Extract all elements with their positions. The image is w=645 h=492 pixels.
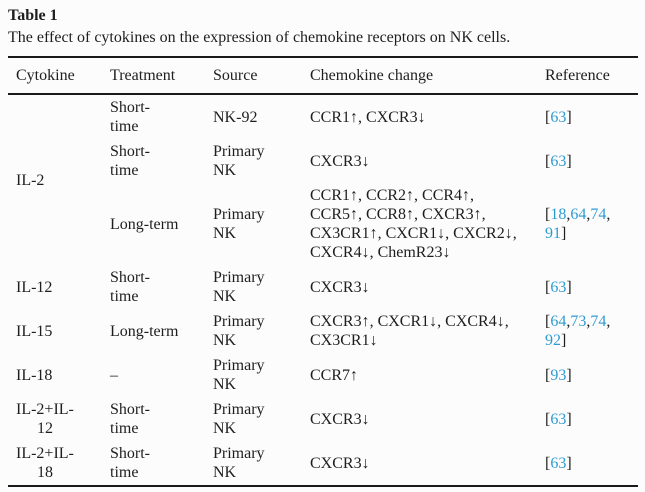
chemokine-change-cell: CXCR3↓ (310, 410, 370, 428)
reference-punctuation: , (606, 206, 611, 223)
reference-cell: [18,64,74, 91] (537, 183, 638, 265)
table-row: IL-15 Long-term Primary NK CXCR3↑, CXCR1↓, … (8, 309, 638, 353)
table-label: Table 1 (8, 7, 58, 24)
reference-punctuation: ] (566, 410, 572, 428)
treatment-cell: Short- time (110, 99, 150, 135)
reference-punctuation: [ (545, 410, 551, 428)
header-row: Cytokine Treatment Source Chemokine chan… (8, 57, 638, 95)
reference-punctuation: ] (566, 366, 572, 384)
cytokine-cell: IL-15 (8, 309, 102, 353)
table-row: Short- time Primary NK CXCR3↓ [63] (8, 139, 638, 183)
reference-punctuation: [ (545, 108, 551, 126)
reference-link[interactable]: 74 (590, 206, 607, 223)
reference-punctuation: ] (566, 108, 572, 126)
reference-punctuation: ] (566, 152, 572, 170)
cytokine-label: IL-2 (16, 171, 45, 189)
cytokine-cell: IL-2+IL- 18 (8, 441, 102, 486)
column-header-reference: Reference (537, 57, 638, 95)
reference-punctuation: ] (566, 278, 572, 296)
reference-cell: [63] (537, 397, 638, 441)
reference-link[interactable]: 92 (545, 332, 561, 349)
reference-link[interactable]: 63 (550, 410, 567, 428)
reference-link[interactable]: 63 (550, 278, 567, 296)
source-cell: Primary NK (213, 445, 265, 481)
cytokine-label: IL-2+IL- 18 (16, 445, 74, 481)
treatment-cell: Short- time (110, 401, 150, 437)
reference-cell: [63] (537, 441, 638, 486)
table-row: IL-18 – Primary NK CCR7↑ [93] (8, 353, 638, 397)
reference-cell: [63] (537, 265, 638, 309)
treatment-cell: Short- time (110, 445, 150, 481)
source-cell: Primary NK (213, 313, 265, 349)
table-row: IL-2+IL- 18 Short- time Primary NK CXCR3↓ [6… (8, 441, 638, 486)
reference-punctuation: [ (545, 206, 551, 223)
reference-link[interactable]: 64 (570, 206, 587, 223)
cytokine-cell: IL-12 (8, 265, 102, 309)
table-header: Cytokine Treatment Source Chemokine chan… (8, 57, 638, 95)
table-row: IL-2+IL- 12 Short- time Primary NK CXCR3↓ [6… (8, 397, 638, 441)
chemokine-change-cell: CXCR3↓ (310, 152, 370, 170)
source-cell: Primary NK (213, 143, 265, 179)
column-header-treatment: Treatment (102, 57, 205, 95)
column-header-chemokine-change: Chemokine change (302, 57, 537, 95)
treatment-cell: Short- time (110, 269, 150, 305)
reference-link[interactable]: 63 (550, 454, 567, 472)
reference-link[interactable]: 91 (545, 225, 561, 242)
chemokine-change-cell: CCR1↑, CCR2↑, CCR4↑, CCR5↑, CCR8↑, CXCR3… (310, 187, 517, 261)
reference-cell: [93] (537, 353, 638, 397)
chemokine-change-cell: CCR1↑, CXCR3↓ (310, 108, 426, 126)
reference-link[interactable]: 74 (590, 313, 607, 330)
reference-link[interactable]: 73 (570, 313, 587, 330)
reference-punctuation: ] (566, 454, 572, 472)
reference-link[interactable]: 64 (550, 313, 567, 330)
reference-link[interactable]: 63 (550, 152, 567, 170)
reference-punctuation: [ (545, 454, 551, 472)
reference-punctuation: , (606, 313, 611, 330)
cytokine-cell: IL-2 (8, 94, 102, 265)
cytokine-label: IL-18 (16, 366, 53, 384)
table-row: IL-2 Short- time NK-92 CCR1↑, CXCR3↓ [63] (8, 94, 638, 189)
chemokine-change-cell: CCR7↑ (310, 366, 359, 384)
chemokine-change-cell: CXCR3↓ (310, 454, 370, 472)
cytokine-table: Cytokine Treatment Source Chemokine chan… (8, 56, 638, 487)
reference-cell: [64,73,74, 92] (537, 309, 638, 353)
reference-punctuation: ] (561, 225, 567, 242)
source-cell: NK-92 (213, 108, 258, 126)
source-cell: Primary NK (213, 269, 265, 305)
treatment-cell: Long-term (110, 215, 179, 233)
source-cell: Primary NK (213, 206, 265, 242)
reference-link[interactable]: 18 (550, 206, 567, 223)
column-header-source: Source (205, 57, 302, 95)
reference-punctuation: [ (545, 313, 551, 330)
reference-link[interactable]: 93 (550, 366, 567, 384)
treatment-cell: Long-term (110, 322, 179, 340)
source-cell: Primary NK (213, 357, 265, 393)
table-caption: The effect of cytokines on the expressio… (8, 29, 511, 46)
cytokine-cell: IL-18 (8, 353, 102, 397)
chemokine-change-cell: CXCR3↑, CXCR1↓, CXCR4↓, CX3CR1↓ (310, 313, 509, 349)
reference-punctuation: , (566, 313, 571, 330)
reference-punctuation: , (566, 206, 571, 223)
cytokine-cell: IL-2+IL- 12 (8, 397, 102, 441)
reference-punctuation: [ (545, 278, 551, 296)
reference-link[interactable]: 63 (550, 108, 567, 126)
reference-cell: [63] (537, 139, 638, 183)
treatment-cell: – (110, 366, 118, 384)
reference-punctuation: [ (545, 366, 551, 384)
column-header-cytokine: Cytokine (8, 57, 102, 95)
cytokine-label: IL-12 (16, 278, 53, 296)
cytokine-label: IL-2+IL- 12 (16, 401, 74, 437)
reference-cell: [63] (537, 94, 638, 139)
reference-punctuation: , (586, 206, 591, 223)
cytokine-label: IL-15 (16, 322, 53, 340)
reference-punctuation: ] (561, 332, 567, 349)
reference-punctuation: [ (545, 152, 551, 170)
reference-punctuation: , (586, 313, 591, 330)
chemokine-change-cell: CXCR3↓ (310, 278, 370, 296)
source-cell: Primary NK (213, 401, 265, 437)
treatment-cell: Short- time (110, 143, 150, 179)
table-row: Long-term Primary NK CCR1↑, CCR2↑, CCR4↑, … (8, 183, 638, 265)
table-row: IL-12 Short- time Primary NK CXCR3↓ [63] (8, 265, 638, 309)
